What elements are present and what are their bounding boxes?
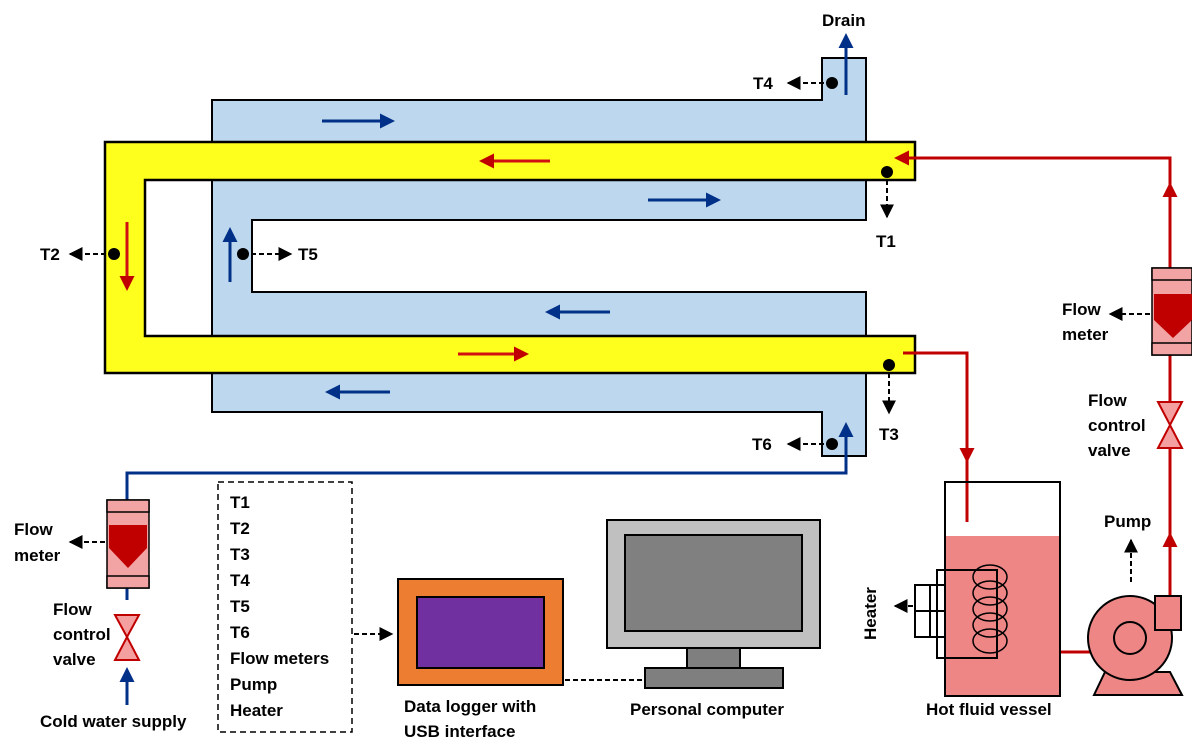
hot-fluid-vessel-label: Hot fluid vessel — [926, 700, 1052, 719]
heat-exchanger — [103, 57, 917, 457]
hot-flow-meter-label-line2: meter — [1062, 325, 1109, 344]
cold-valve-label-line3: valve — [53, 650, 96, 669]
hot-valve-label-line1: Flow — [1088, 391, 1127, 410]
sensor-t1: T1 — [876, 166, 896, 251]
signal-item: T2 — [230, 519, 250, 538]
t6-label: T6 — [752, 435, 772, 454]
sensor-t5: T5 — [237, 245, 318, 264]
signal-item: T6 — [230, 623, 250, 642]
heater-label: Heater — [861, 587, 880, 640]
cold-inlet-line — [125, 422, 854, 500]
data-logger-label-line2: USB interface — [404, 722, 515, 741]
hot-valve-label-line2: control — [1088, 416, 1146, 435]
data-logger — [397, 578, 564, 686]
t3-label: T3 — [879, 425, 899, 444]
signal-list-box: T1 T2 T3 T4 T5 T6 Flow meters Pump Heate… — [217, 481, 353, 733]
signal-item: Pump — [230, 675, 277, 694]
cold-flow-meter-label-line2: meter — [14, 546, 61, 565]
sensor-t6: T6 — [752, 435, 838, 454]
t4-label: T4 — [753, 74, 773, 93]
hot-flow-meter-label-line1: Flow — [1062, 300, 1101, 319]
cold-valve-label-line2: control — [53, 625, 111, 644]
hot-fluid-vessel — [893, 481, 1061, 697]
pump-label: Pump — [1104, 512, 1151, 531]
signal-item: Heater — [230, 701, 283, 720]
heater-coil — [972, 564, 1008, 654]
cold-flow-meter — [68, 499, 150, 589]
t5-label: T5 — [298, 245, 318, 264]
signal-item: T4 — [230, 571, 250, 590]
cold-water-supply-label: Cold water supply — [40, 712, 187, 731]
hot-fluid-pipe — [103, 140, 917, 375]
hot-return-line — [903, 351, 975, 463]
signal-item: T1 — [230, 493, 250, 512]
signal-item: T5 — [230, 597, 250, 616]
personal-computer — [606, 519, 821, 689]
t2-label: T2 — [40, 245, 60, 264]
cold-flow-meter-label-line1: Flow — [14, 520, 53, 539]
cold-valve-label-line1: Flow — [53, 600, 92, 619]
hot-flow-control-valve — [1156, 401, 1184, 449]
signal-item: T3 — [230, 545, 250, 564]
cold-flow-control-valve — [113, 614, 141, 661]
sensor-t2: T2 — [40, 245, 120, 264]
hot-flow-meter — [1108, 267, 1192, 356]
sensor-t4: T4 — [753, 74, 838, 93]
hot-inlet-line — [894, 150, 1172, 190]
hot-valve-label-line3: valve — [1088, 441, 1131, 460]
personal-computer-label: Personal computer — [630, 700, 784, 719]
signal-item: Flow meters — [230, 649, 329, 668]
drain-label: Drain — [822, 11, 865, 30]
cold-water-loop — [119, 422, 854, 705]
pump — [1087, 538, 1184, 696]
data-logger-label-line1: Data logger with — [404, 697, 536, 716]
t1-label: T1 — [876, 232, 896, 251]
sensor-t3: T3 — [879, 359, 899, 444]
